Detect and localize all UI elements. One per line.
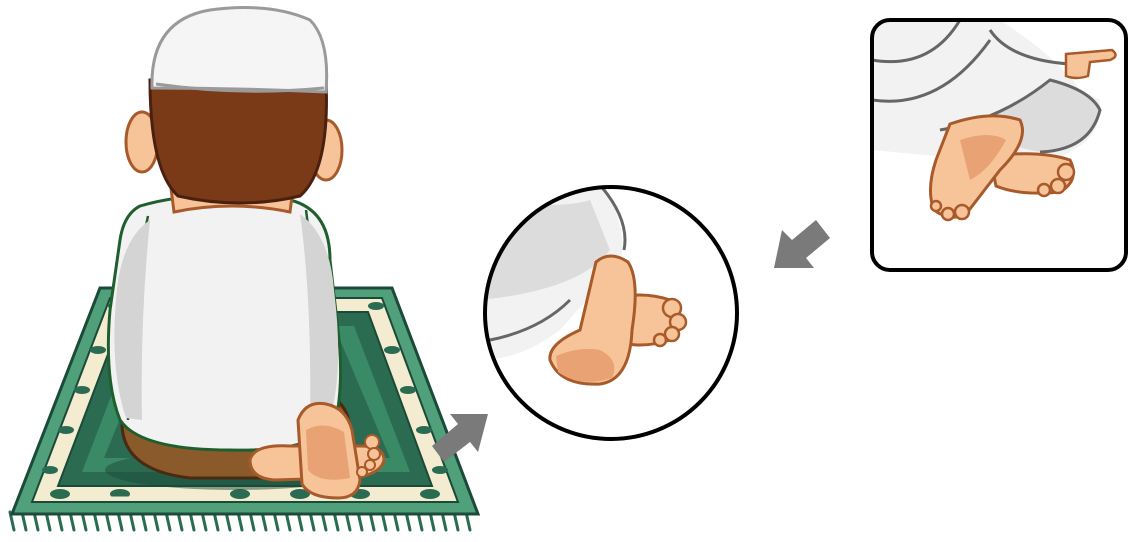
cap [152, 8, 327, 92]
foot-closeup [480, 180, 737, 439]
arrow-from-detail [774, 220, 830, 268]
main-figure [108, 8, 384, 498]
feet-detail [872, 20, 1126, 270]
hair [150, 80, 326, 203]
